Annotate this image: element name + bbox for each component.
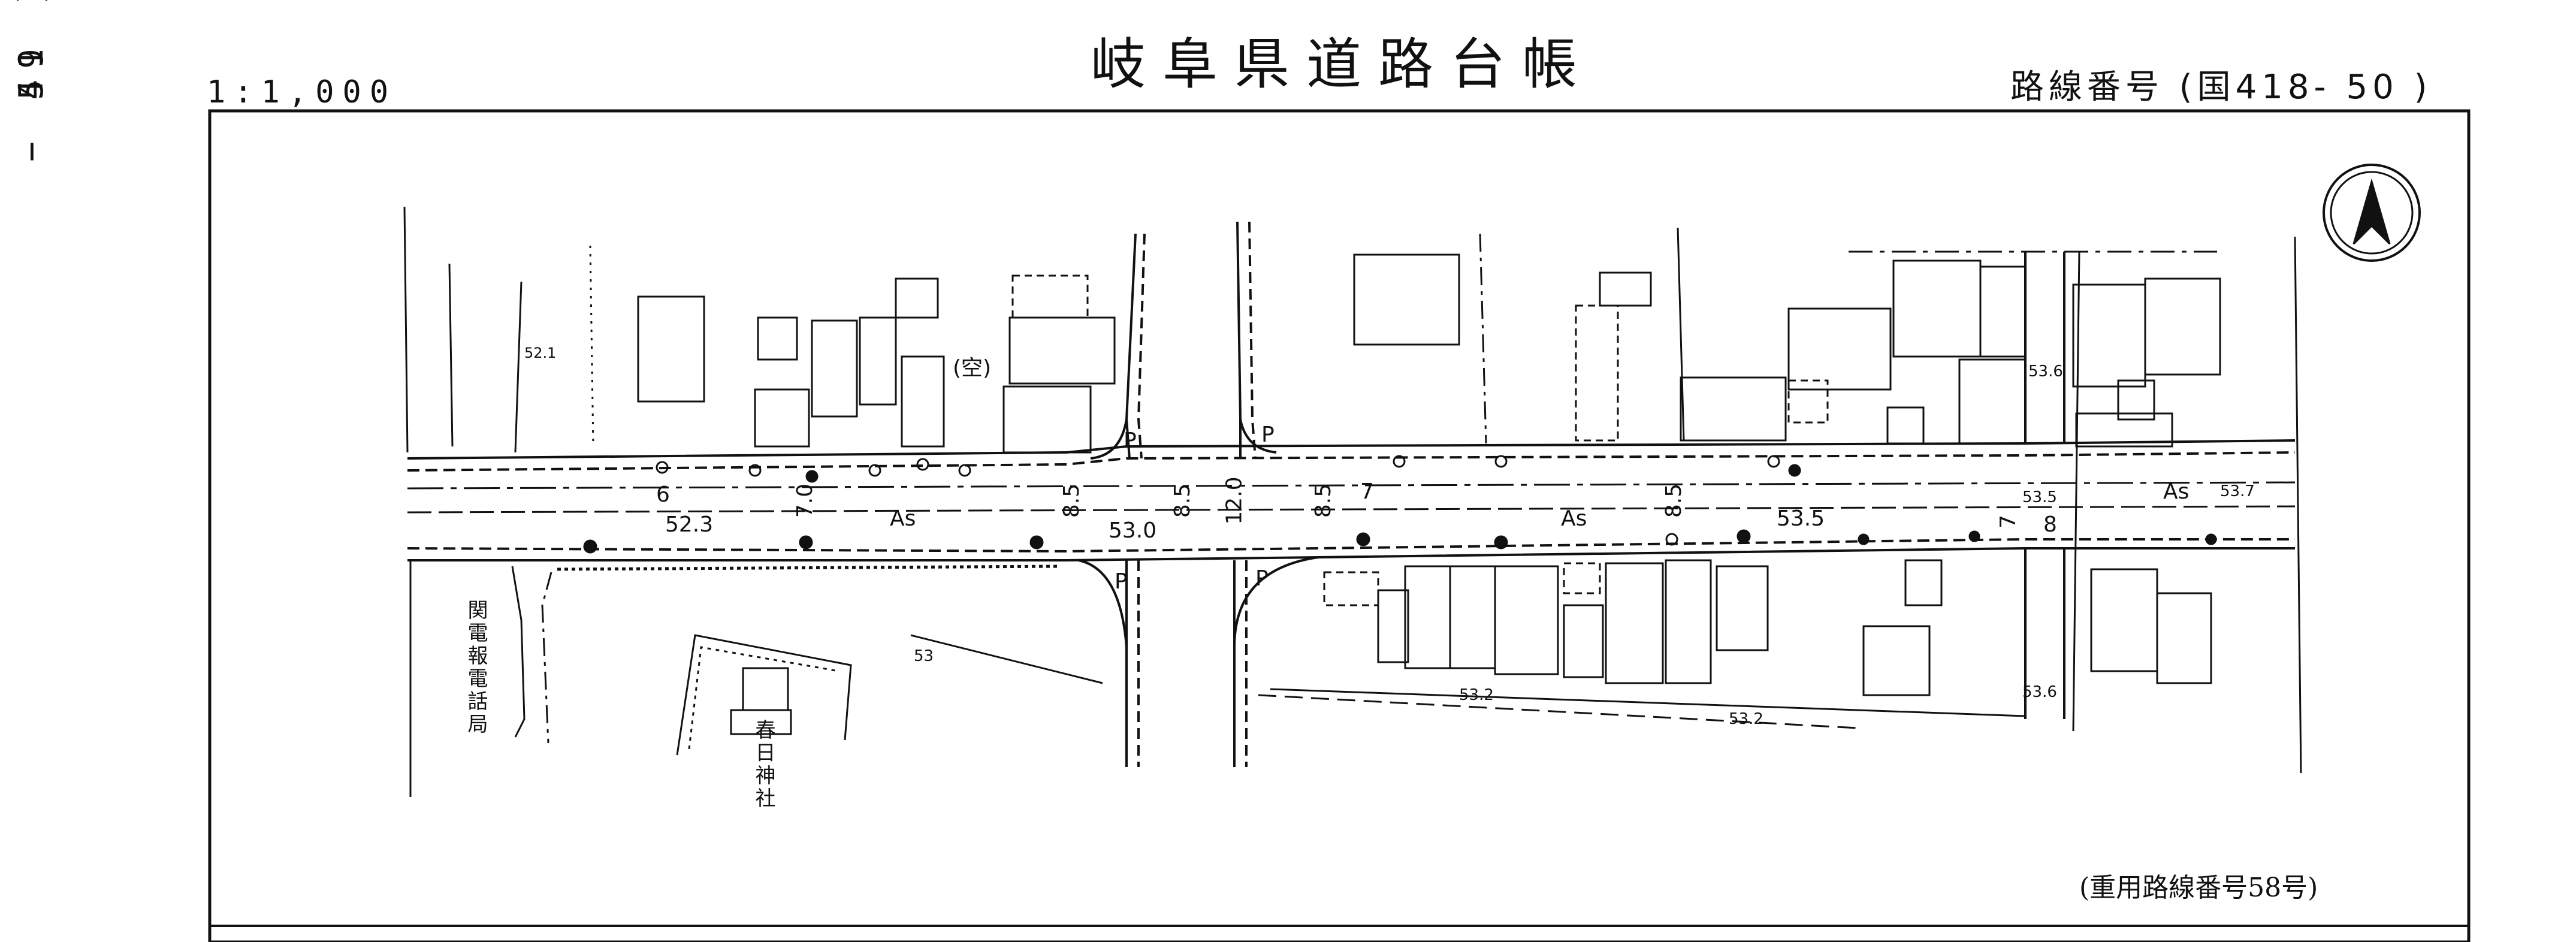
elevation-label: 53.6 (2022, 683, 2057, 701)
route-number: 路線番号 (国418- 50 ) (2010, 68, 2432, 107)
surface-label-1: As (890, 506, 916, 531)
parking-label-3: P (1115, 569, 1128, 594)
utility-poles (583, 455, 2217, 554)
elevation-label: 53.5 (2022, 488, 2057, 506)
alt-route-label: (重用路線番号58号) (2079, 872, 2318, 903)
page-title: 岐阜県道路台帳 (1091, 32, 1594, 96)
width-label: 7 (1360, 479, 1374, 504)
width-label: 8.5 (1311, 483, 1336, 518)
width-label: 7.0 (793, 483, 818, 518)
elevation-label: 53 (914, 647, 934, 665)
width-label: 12.0 (1222, 476, 1247, 525)
main-road (407, 439, 2296, 561)
width-label: 6 (656, 482, 670, 507)
surface-label-2: As (1561, 506, 1587, 531)
north-arrow-icon (2323, 164, 2421, 262)
width-label: 8 (2043, 512, 2057, 537)
width-label: 8.5 (1662, 483, 1687, 518)
map-frame (208, 109, 2471, 942)
width-label: 8.5 (1059, 483, 1085, 518)
cross-road (1078, 221, 1319, 767)
shrine-label: 春日神社 (751, 719, 775, 810)
elevation-label: 53.2 (1459, 686, 1494, 704)
parking-label-2: P (1261, 422, 1275, 447)
vacant-label: (空) (953, 356, 992, 381)
right-cross-road (2024, 252, 2065, 719)
surface-label-3: As (2163, 479, 2190, 504)
parking-label-1: P (1124, 428, 1137, 453)
parcel-lines (403, 206, 2302, 797)
buildings-north (637, 253, 2221, 454)
parking-label-4: P (1255, 566, 1269, 591)
map-scale: 1:1,000 (207, 74, 397, 110)
elevation-label: 53.5 (1777, 506, 1825, 531)
elevation-label: 53.2 (1729, 710, 1763, 728)
fence-markers (557, 564, 1061, 571)
width-label: 7 (1995, 515, 2021, 529)
width-label: 8.5 (1170, 483, 1195, 518)
kanden-label: 関電報電話局 (464, 599, 488, 736)
shrine-grounds (676, 634, 1103, 756)
elevation-label: 53.0 (1109, 518, 1157, 543)
elevation-label: 53.6 (2028, 363, 2063, 381)
buildings-south (1323, 559, 2212, 696)
elevation-label: 52.3 (665, 512, 714, 537)
elevation-label: 52.1 (524, 345, 557, 361)
elevation-label: 53.7 (2220, 482, 2255, 500)
